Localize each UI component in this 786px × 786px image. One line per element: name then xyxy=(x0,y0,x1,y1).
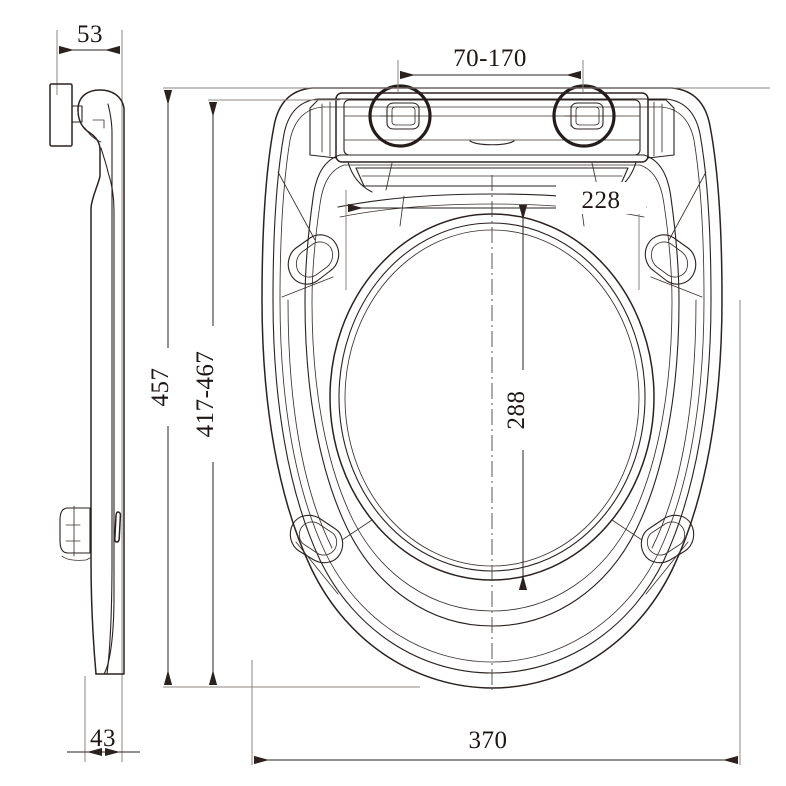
dimension-label-43: 43 xyxy=(90,725,116,752)
hinge-bolt-hole-right xyxy=(552,84,616,148)
dimension-label-70-170: 70-170 xyxy=(453,45,527,72)
side-bumper-block xyxy=(59,505,91,561)
bumper-pad-top-left xyxy=(287,234,340,285)
hinge-bar-assembly xyxy=(309,92,675,193)
dimension-label-228: 228 xyxy=(582,187,621,214)
dimension-43 xyxy=(67,676,140,762)
side-lid-profile xyxy=(77,89,125,675)
dimension-label-53: 53 xyxy=(77,21,103,48)
side-lid-slot xyxy=(114,511,122,543)
side-hinge-mount-block xyxy=(49,83,83,147)
dimension-288 xyxy=(509,205,539,590)
dimension-label-370: 370 xyxy=(469,727,508,754)
dimension-70-170 xyxy=(397,60,584,92)
dimension-370 xyxy=(251,300,741,765)
dimension-label-417-467: 417-467 xyxy=(192,351,219,438)
bumper-pad-bottom-left xyxy=(289,514,344,564)
bumper-pad-top-right xyxy=(644,234,697,285)
dimension-228 xyxy=(345,182,646,290)
dimension-457 xyxy=(152,87,770,688)
hinge-bolt-hole-left xyxy=(368,84,432,148)
dimension-417-467 xyxy=(197,99,340,685)
dimension-label-288: 288 xyxy=(503,391,530,430)
bumper-pad-bottom-right xyxy=(640,514,695,564)
bumper-leader-lines xyxy=(277,171,707,595)
seat-contour-detail xyxy=(287,299,697,549)
dimension-label-457: 457 xyxy=(147,368,174,407)
side-elevation-view xyxy=(49,30,140,762)
side-seat-profile xyxy=(84,103,115,675)
